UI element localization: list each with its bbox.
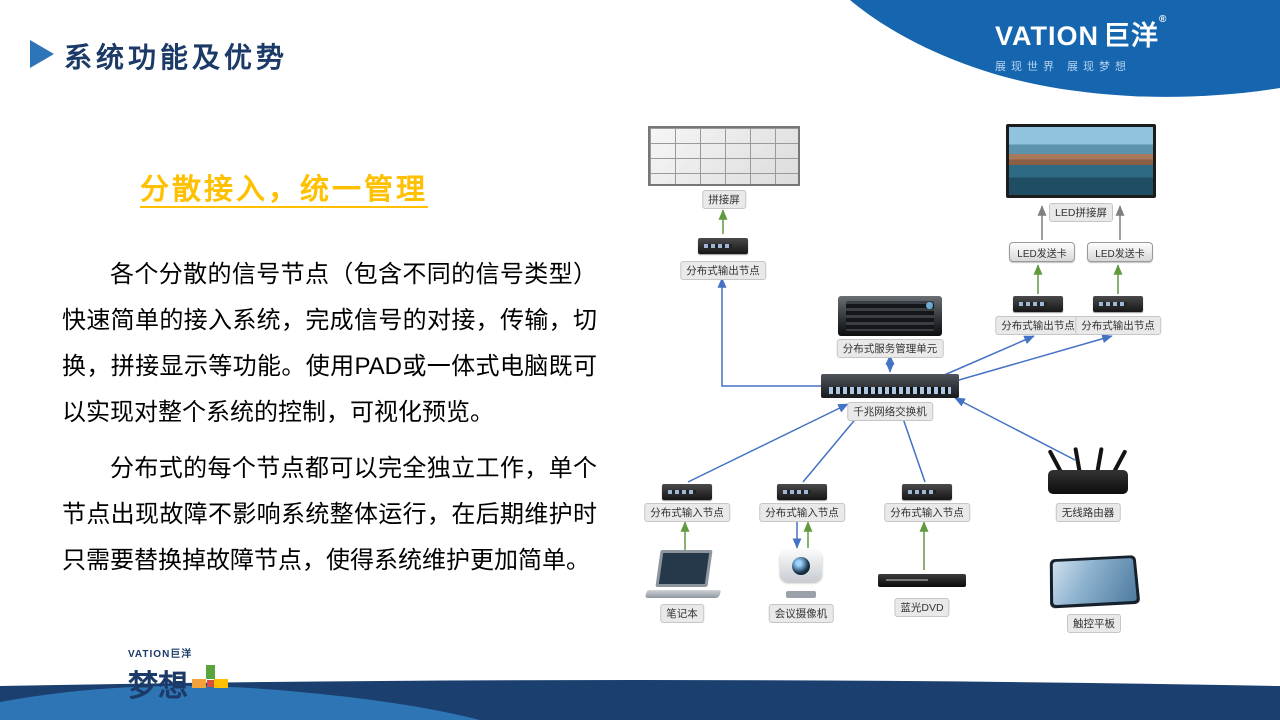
- output-node-2-label: 分布式输出节点: [995, 316, 1081, 335]
- output-node-1-label: 分布式输出节点: [680, 261, 766, 280]
- switch-label: 千兆网络交换机: [847, 402, 933, 421]
- paragraph-2: 分布式的每个节点都可以完全独立工作，单个节点出现故障不影响系统整体运行，在后期维…: [62, 455, 597, 574]
- footer-wave-art: [0, 680, 1280, 720]
- section-heading: 分散接入，统一管理: [140, 174, 429, 206]
- management-server-image: [838, 296, 942, 336]
- input-node-1-label: 分布式输入节点: [644, 503, 730, 522]
- camera-label: 会议摄像机: [768, 604, 834, 623]
- footer-logo: VATION巨洋 梦想: [128, 645, 228, 705]
- slide-title: 系统功能及优势: [64, 42, 289, 73]
- output-node-3-label: 分布式输出节点: [1075, 316, 1161, 335]
- brand-reg-mark: ®: [1159, 14, 1168, 25]
- video-wall-image: [648, 126, 800, 186]
- conference-camera-image: [776, 550, 826, 598]
- laptop-image: [644, 550, 722, 600]
- server-label: 分布式服务管理单元: [836, 339, 944, 358]
- input-node-2-label: 分布式输入节点: [759, 503, 845, 522]
- brand-name-cn: 巨洋: [1103, 21, 1159, 51]
- router-body: [1048, 470, 1128, 494]
- router-label: 无线路由器: [1055, 503, 1121, 522]
- output-node-3-image: [1093, 296, 1143, 312]
- led-sender-card-1: LED发送卡: [1009, 242, 1075, 262]
- touch-tablet-image: [1049, 555, 1141, 609]
- paragraph-1: 各个分散的信号节点（包含不同的信号类型）快速简单的接入系统，完成信号的对接，传输…: [62, 261, 597, 426]
- input-node-2-image: [777, 484, 827, 500]
- led-wall-image: [1006, 124, 1156, 198]
- plus-icon: [192, 665, 228, 701]
- output-node-2-image: [1013, 296, 1063, 312]
- title-arrow-icon: [30, 40, 54, 68]
- led-wall-label: LED拼接屏: [1049, 203, 1113, 222]
- tablet-label: 触控平板: [1067, 614, 1121, 633]
- wireless-router-image: [1047, 444, 1128, 494]
- input-node-3-image: [902, 484, 952, 500]
- input-node-1-image: [662, 484, 712, 500]
- laptop-base: [644, 590, 722, 598]
- footer-brand-text: VATION巨洋: [128, 649, 193, 660]
- dvd-label: 蓝光DVD: [894, 598, 950, 617]
- body-text: 各个分散的信号节点（包含不同的信号类型）快速简单的接入系统，完成信号的对接，传输…: [62, 252, 597, 594]
- footer-slogan-text: 梦想: [128, 670, 188, 703]
- camera-lens: [792, 557, 810, 575]
- led-sender-card-2: LED发送卡: [1087, 242, 1153, 262]
- brand-name-en: VATION: [995, 21, 1099, 51]
- input-node-3-label: 分布式输入节点: [884, 503, 970, 522]
- video-wall-label: 拼接屏: [702, 190, 746, 209]
- output-node-1-image: [698, 238, 748, 254]
- camera-base: [786, 591, 816, 598]
- brand-tagline: 展现世界 展现梦想: [995, 61, 1132, 73]
- laptop-screen: [655, 550, 713, 587]
- network-switch-image: [821, 374, 959, 398]
- laptop-label: 笔记本: [660, 604, 704, 623]
- bluray-dvd-image: [878, 574, 966, 587]
- header-swoosh-shape: [850, 0, 1280, 97]
